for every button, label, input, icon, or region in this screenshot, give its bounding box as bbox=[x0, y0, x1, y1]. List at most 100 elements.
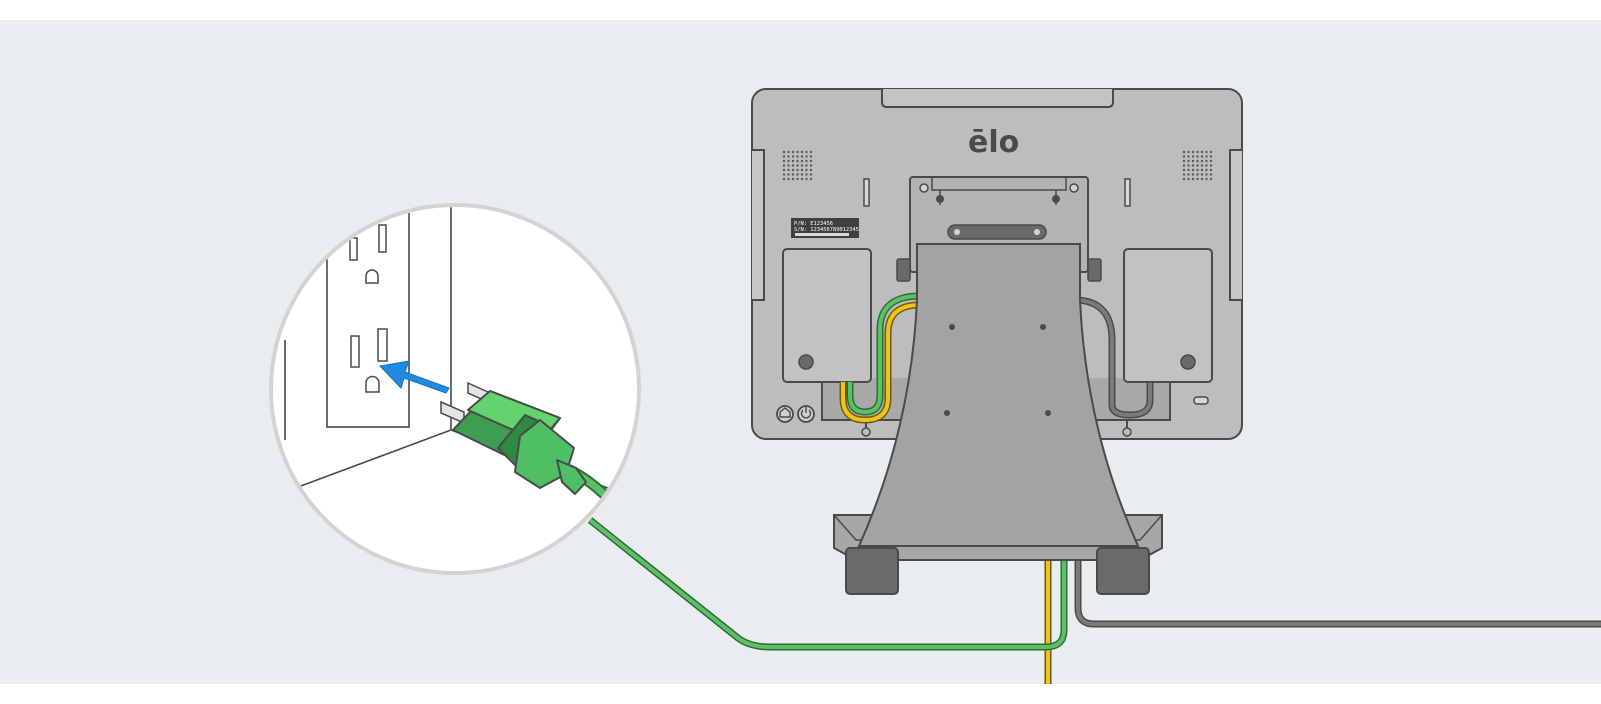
speaker-hole bbox=[787, 173, 790, 176]
speaker-hole bbox=[1196, 164, 1199, 167]
speaker-hole bbox=[800, 155, 804, 158]
speaker-hole bbox=[1191, 159, 1195, 163]
speaker-hole bbox=[1187, 155, 1190, 158]
speaker-hole bbox=[809, 177, 813, 181]
speaker-hole bbox=[1209, 173, 1213, 176]
speaker-hole bbox=[800, 159, 804, 163]
speaker-hole bbox=[805, 168, 808, 172]
speaker-hole bbox=[796, 164, 799, 167]
speaker-hole bbox=[1209, 150, 1213, 154]
right-compartment-cover bbox=[1123, 248, 1213, 383]
speaker-hole bbox=[1196, 177, 1199, 181]
speaker-hole bbox=[1182, 177, 1186, 181]
speaker-hole bbox=[1209, 159, 1213, 163]
speaker-hole bbox=[796, 159, 799, 163]
right-speaker-grill bbox=[1182, 150, 1213, 181]
speaker-hole bbox=[800, 150, 804, 154]
speaker-hole bbox=[1187, 173, 1190, 176]
speaker-hole bbox=[791, 155, 795, 158]
speaker-hole bbox=[1196, 159, 1199, 163]
speaker-hole bbox=[1182, 159, 1186, 163]
speaker-hole bbox=[800, 164, 804, 167]
speaker-hole bbox=[800, 177, 804, 181]
speaker-hole bbox=[805, 173, 808, 176]
speaker-hole bbox=[1191, 150, 1195, 154]
speaker-hole bbox=[1196, 173, 1199, 176]
speaker-hole bbox=[809, 168, 813, 172]
speaker-hole bbox=[800, 173, 804, 176]
speaker-hole bbox=[782, 168, 786, 172]
zoom-circle-border bbox=[269, 203, 641, 575]
speaker-hole bbox=[791, 159, 795, 163]
speaker-hole bbox=[1200, 173, 1204, 176]
speaker-hole bbox=[787, 164, 790, 167]
left-speaker-grill bbox=[782, 150, 813, 181]
speaker-hole bbox=[805, 177, 808, 181]
home-button-icon bbox=[776, 405, 794, 423]
stand bbox=[833, 176, 1163, 595]
left-foot bbox=[845, 547, 899, 595]
speaker-hole bbox=[1205, 173, 1208, 176]
product-label: P/N: E123456 S/N: 123456789012345 bbox=[791, 218, 859, 238]
insert-arrow-icon bbox=[378, 360, 450, 394]
speaker-hole bbox=[1182, 173, 1186, 176]
speaker-hole bbox=[782, 173, 786, 176]
speaker-hole bbox=[787, 155, 790, 158]
speaker-hole bbox=[796, 155, 799, 158]
speaker-hole bbox=[1200, 164, 1204, 167]
speaker-hole bbox=[787, 177, 790, 181]
speaker-hole bbox=[1187, 177, 1190, 181]
lower-receptacle bbox=[350, 328, 388, 393]
speaker-hole bbox=[809, 155, 813, 158]
speaker-hole bbox=[805, 159, 808, 163]
speaker-hole bbox=[1205, 159, 1208, 163]
speaker-hole bbox=[787, 168, 790, 172]
monitor-cables bbox=[839, 292, 1154, 424]
speaker-hole bbox=[1182, 150, 1186, 154]
speaker-hole bbox=[782, 164, 786, 167]
speaker-hole bbox=[787, 159, 790, 163]
speaker-hole bbox=[782, 150, 786, 154]
speaker-hole bbox=[809, 150, 813, 154]
speaker-hole bbox=[805, 155, 808, 158]
product-label-line2: S/N: 123456789012345 bbox=[794, 227, 859, 233]
speaker-hole bbox=[791, 164, 795, 167]
speaker-hole bbox=[791, 168, 795, 172]
power-button-icon bbox=[797, 405, 815, 423]
outlet-zoom-callout bbox=[269, 203, 641, 575]
speaker-hole bbox=[782, 177, 786, 181]
speaker-hole bbox=[791, 173, 795, 176]
speaker-hole bbox=[782, 159, 786, 163]
speaker-hole bbox=[1200, 168, 1204, 172]
speaker-hole bbox=[1187, 150, 1190, 154]
brand-logo: ēlo bbox=[968, 125, 1019, 160]
left-compartment-cover bbox=[782, 248, 872, 383]
speaker-hole bbox=[1200, 177, 1204, 181]
speaker-hole bbox=[1209, 155, 1213, 158]
speaker-hole bbox=[791, 150, 795, 154]
stand-column bbox=[857, 243, 1140, 547]
speaker-hole bbox=[1205, 150, 1208, 154]
speaker-hole bbox=[1209, 168, 1213, 172]
speaker-hole bbox=[1191, 155, 1195, 158]
speaker-hole bbox=[1191, 177, 1195, 181]
right-foot bbox=[1096, 547, 1150, 595]
speaker-hole bbox=[796, 150, 799, 154]
speaker-hole bbox=[1191, 164, 1195, 167]
speaker-hole bbox=[791, 177, 795, 181]
speaker-hole bbox=[1182, 168, 1186, 172]
speaker-hole bbox=[1205, 164, 1208, 167]
speaker-hole bbox=[1200, 150, 1204, 154]
speaker-hole bbox=[805, 164, 808, 167]
upper-receptacle bbox=[349, 224, 387, 284]
speaker-hole bbox=[1196, 168, 1199, 172]
power-plug bbox=[452, 390, 587, 495]
speaker-hole bbox=[809, 159, 813, 163]
speaker-hole bbox=[1187, 159, 1190, 163]
speaker-hole bbox=[1182, 164, 1186, 167]
speaker-hole bbox=[796, 177, 799, 181]
speaker-hole bbox=[1182, 155, 1186, 158]
speaker-hole bbox=[787, 150, 790, 154]
speaker-hole bbox=[1191, 168, 1195, 172]
speaker-hole bbox=[1191, 173, 1195, 176]
